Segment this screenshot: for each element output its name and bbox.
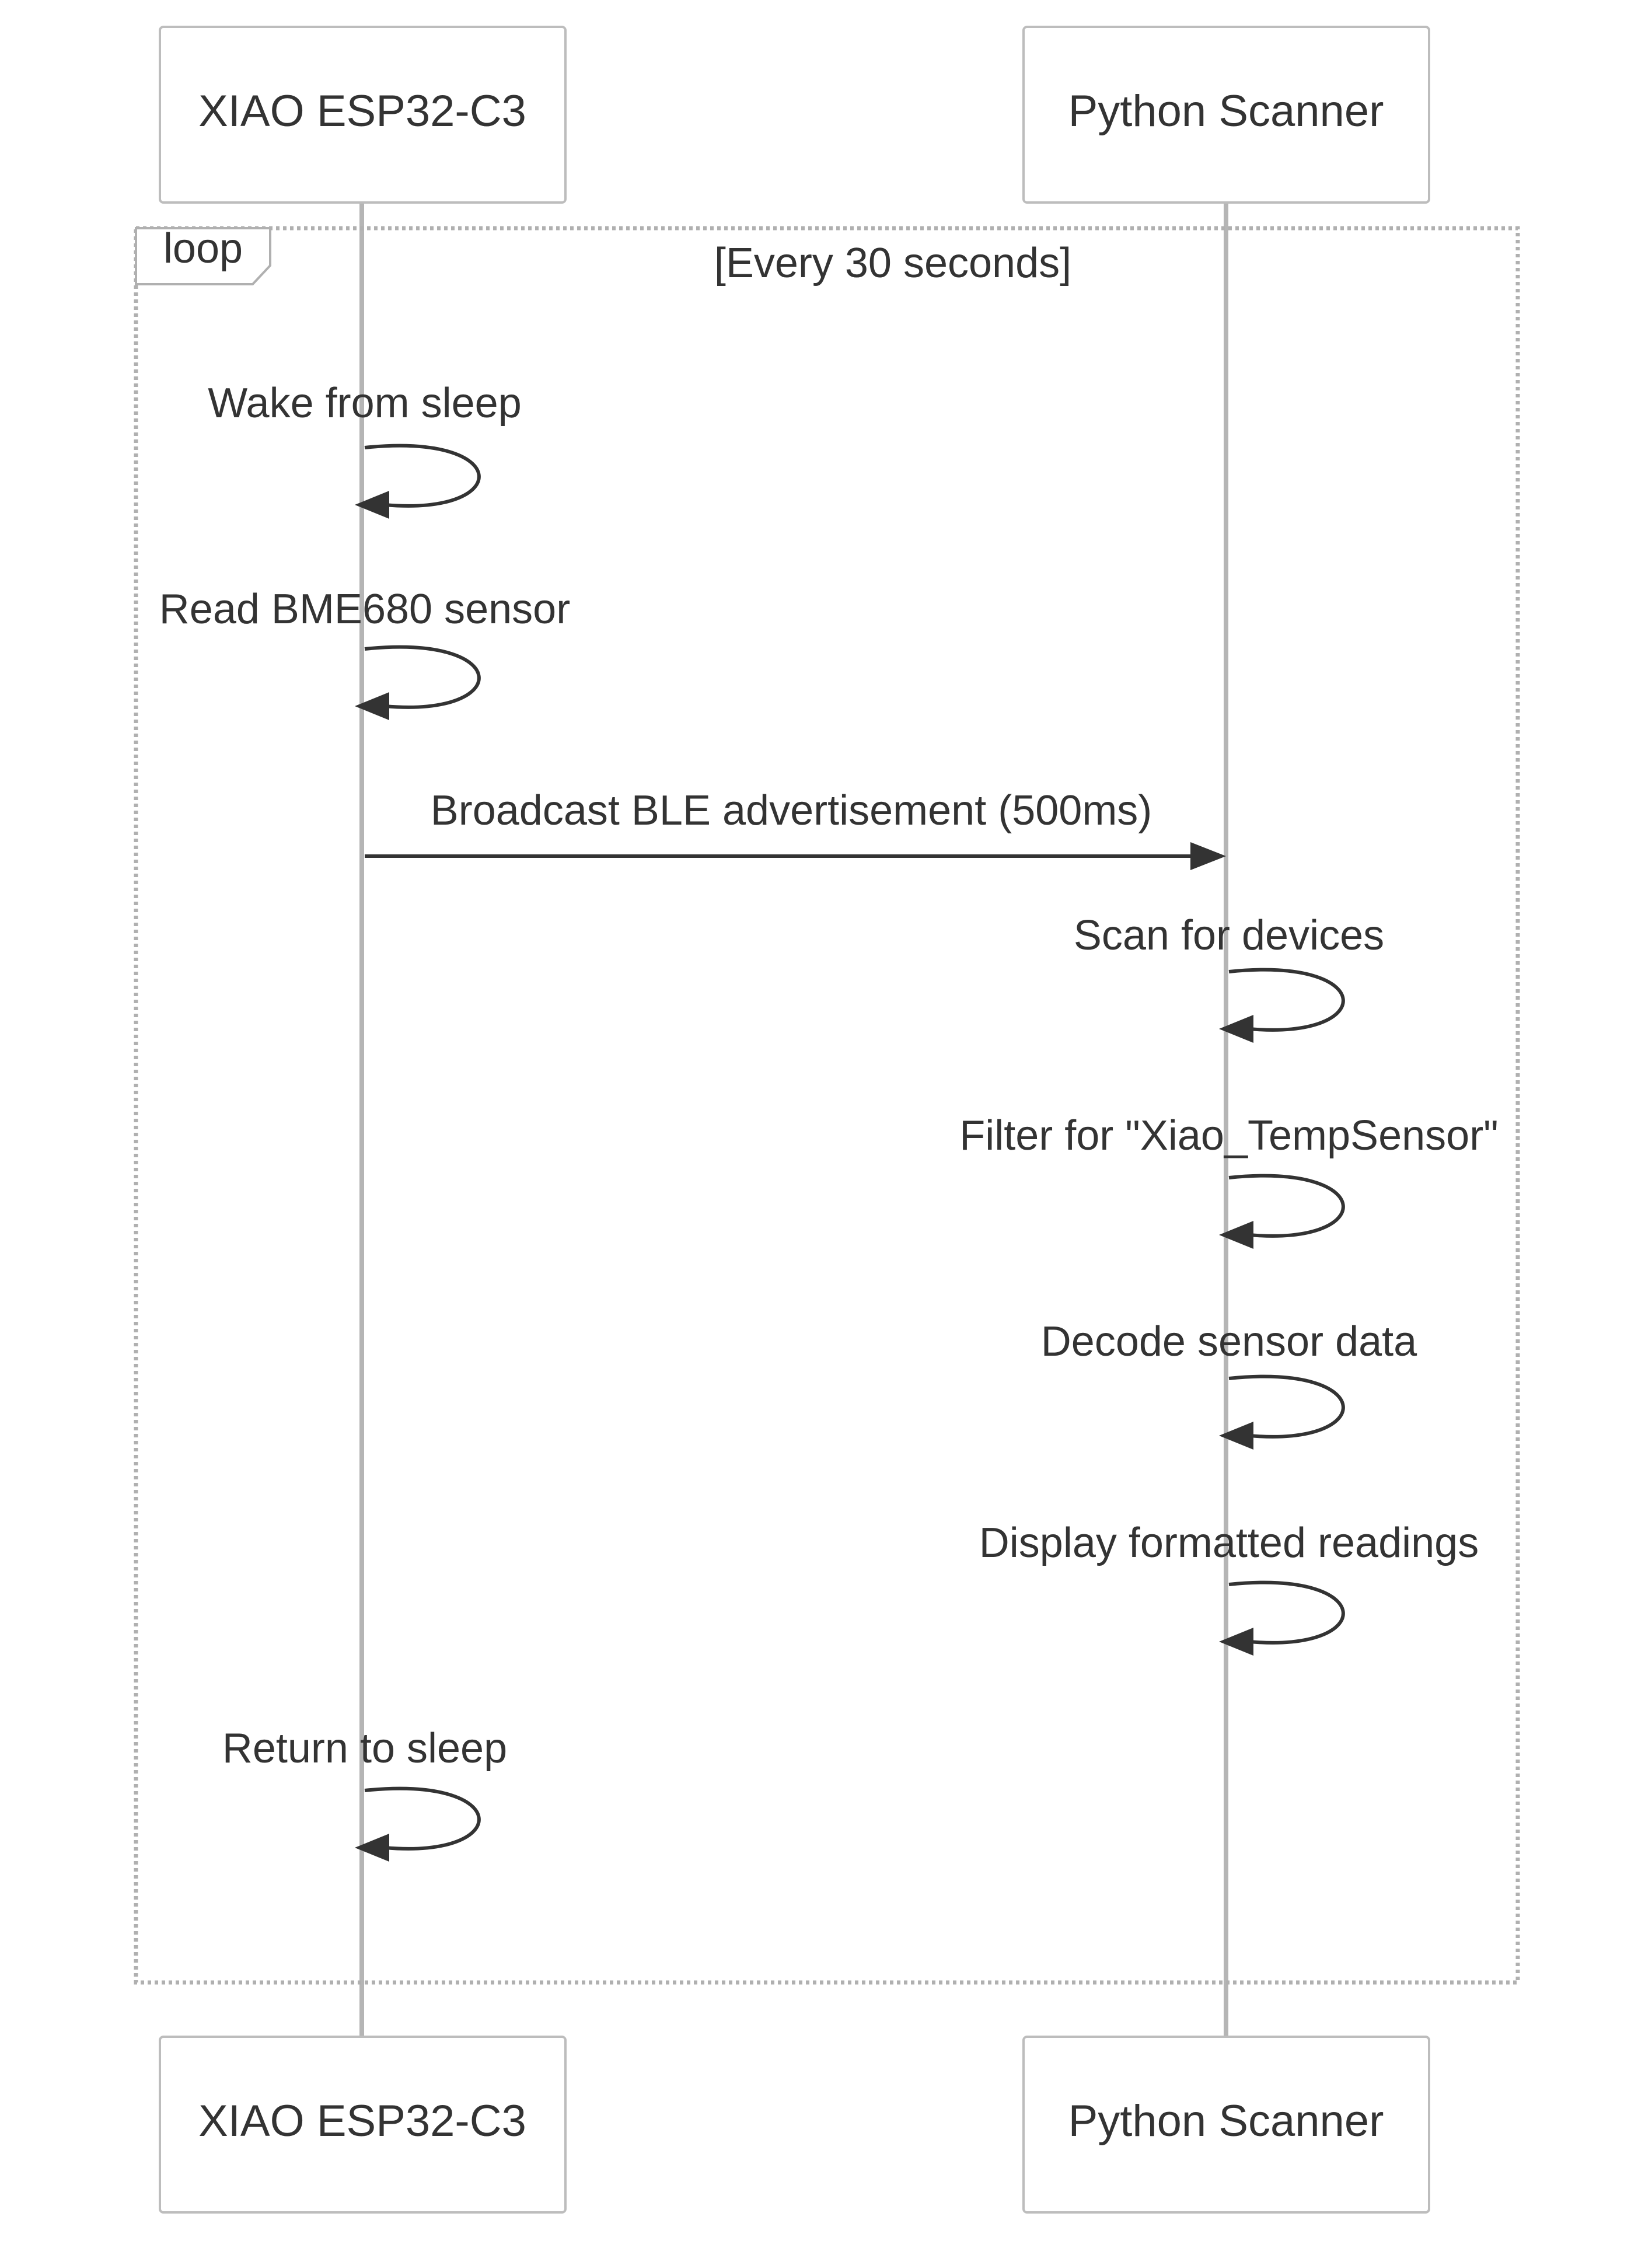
- message-decode-sensor: Decode sensor data: [1041, 1318, 1417, 1450]
- self-loop-arrow: [1228, 1174, 1345, 1238]
- message-label: Read BME680 sensor: [159, 586, 570, 633]
- actor-python-bottom-label: Python Scanner: [1068, 2096, 1384, 2146]
- self-loop-arrow: [1228, 1374, 1345, 1439]
- arrow-head: [1219, 1015, 1253, 1043]
- actor-esp-bottom-label: XIAO ESP32-C3: [198, 2096, 526, 2146]
- message-read-bme680: Read BME680 sensor: [159, 586, 570, 720]
- actor-esp-bottom: XIAO ESP32-C3: [159, 2036, 567, 2214]
- message-label: Wake from sleep: [208, 380, 522, 427]
- message-filter-xiao: Filter for "Xiao_TempSensor": [959, 1112, 1499, 1249]
- arrow-head: [1190, 842, 1226, 870]
- arrow-head: [355, 1834, 389, 1862]
- message-label: Decode sensor data: [1041, 1318, 1417, 1365]
- message-label: Scan for devices: [1074, 912, 1384, 959]
- message-label: Display formatted readings: [979, 1520, 1479, 1566]
- self-loop-arrow: [364, 645, 481, 709]
- self-loop-arrow: [1228, 968, 1345, 1032]
- message-label: Return to sleep: [222, 1725, 507, 1772]
- message-wake-from-sleep: Wake from sleep: [208, 380, 522, 519]
- message-display-readings: Display formatted readings: [979, 1520, 1479, 1656]
- actor-python-top: Python Scanner: [1022, 26, 1430, 204]
- self-loop-arrow: [1228, 1580, 1345, 1645]
- arrow-head: [1219, 1422, 1253, 1450]
- arrow-head: [355, 692, 389, 720]
- loop-tab: [135, 227, 271, 285]
- message-label: Filter for "Xiao_TempSensor": [959, 1112, 1498, 1159]
- arrow-head: [355, 491, 389, 519]
- loop-label: loop: [163, 225, 243, 272]
- message-broadcast-ble: Broadcast BLE advertisement (500ms): [365, 787, 1226, 870]
- actor-esp-top-label: XIAO ESP32-C3: [198, 86, 526, 136]
- self-loop-arrow: [364, 1786, 481, 1851]
- actor-python-bottom: Python Scanner: [1022, 2036, 1430, 2214]
- self-loop-arrow: [364, 444, 481, 508]
- arrow-head: [1219, 1628, 1253, 1656]
- actor-python-top-label: Python Scanner: [1068, 86, 1384, 136]
- message-scan-devices: Scan for devices: [1074, 912, 1384, 1043]
- actor-esp-top: XIAO ESP32-C3: [159, 26, 567, 204]
- loop-frame: loop [Every 30 seconds]: [134, 225, 1520, 1985]
- message-return-sleep: Return to sleep: [222, 1725, 507, 1862]
- message-label: Broadcast BLE advertisement (500ms): [431, 787, 1152, 834]
- loop-condition: [Every 30 seconds]: [714, 240, 1071, 287]
- arrow-head: [1219, 1221, 1253, 1249]
